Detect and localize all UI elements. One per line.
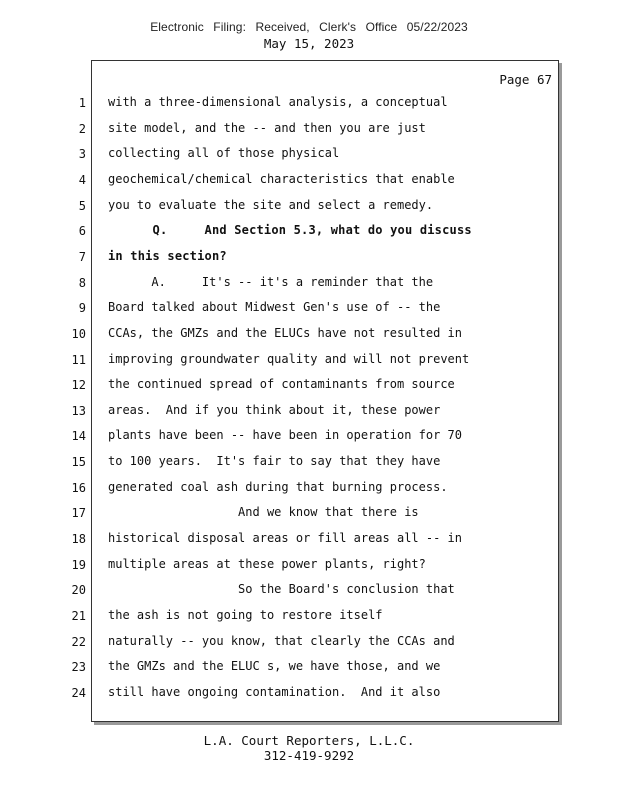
line-text: the continued spread of contaminants fro… — [108, 377, 455, 391]
line-text: multiple areas at these power plants, ri… — [108, 557, 426, 571]
line-text: So the Board's conclusion that — [108, 582, 455, 596]
line-number: 5 — [78, 199, 86, 213]
line-text: collecting all of those physical — [108, 146, 340, 160]
line-number: 23 — [71, 660, 86, 674]
line-number: 10 — [71, 327, 86, 341]
line-text: Q. And Section 5.3, what do you discuss — [108, 223, 472, 237]
line-number: 12 — [71, 378, 86, 392]
line-text: in this section? — [108, 249, 227, 263]
line-number: 9 — [78, 301, 86, 315]
line-text: plants have been -- have been in operati… — [108, 428, 463, 442]
line-number: 19 — [71, 558, 86, 572]
line-text: the GMZs and the ELUC s, we have those, … — [108, 659, 441, 673]
line-number: 18 — [71, 532, 86, 546]
line-number: 11 — [71, 353, 86, 367]
line-number: 13 — [71, 404, 86, 418]
line-number: 16 — [71, 481, 86, 495]
line-number: 14 — [71, 429, 86, 443]
line-text: still have ongoing contamination. And it… — [108, 685, 441, 699]
line-number: 8 — [78, 276, 86, 290]
line-text: site model, and the -- and then you are … — [108, 121, 426, 135]
line-number: 21 — [71, 609, 86, 623]
line-text: A. It's -- it's a reminder that the — [108, 275, 434, 289]
line-text: Board talked about Midwest Gen's use of … — [108, 300, 441, 314]
line-number: 20 — [71, 583, 86, 597]
line-text: naturally -- you know, that clearly the … — [108, 634, 455, 648]
line-number: 6 — [78, 224, 86, 238]
line-text: generated coal ash during that burning p… — [108, 480, 448, 494]
line-number: 3 — [78, 147, 86, 161]
line-number: 4 — [78, 173, 86, 187]
line-text: you to evaluate the site and select a re… — [108, 198, 434, 212]
line-number: 7 — [78, 250, 86, 264]
line-text: with a three-dimensional analysis, a con… — [108, 95, 448, 109]
transcript-date: May 15, 2023 — [263, 36, 355, 51]
line-text: CCAs, the GMZs and the ELUCs have not re… — [108, 326, 463, 340]
line-text: historical disposal areas or fill areas … — [108, 531, 463, 545]
page-number: Page 67 — [499, 72, 552, 87]
line-number: 15 — [71, 455, 86, 469]
transcript-page: Page 67 — [91, 60, 559, 722]
footer-phone: 312-419-9292 — [263, 748, 355, 763]
line-text: to 100 years. It's fair to say that they… — [108, 454, 441, 468]
line-number: 2 — [78, 122, 86, 136]
line-text: areas. And if you think about it, these … — [108, 403, 441, 417]
footer-company: L.A. Court Reporters, L.L.C. — [203, 733, 415, 748]
line-text: the ash is not going to restore itself — [108, 608, 383, 622]
line-number: 17 — [71, 506, 86, 520]
line-text: geochemical/chemical characteristics tha… — [108, 172, 455, 186]
filing-stamp: Electronic Filing: Received, Clerk's Off… — [150, 20, 468, 34]
line-text: improving groundwater quality and will n… — [108, 352, 470, 366]
line-number: 22 — [71, 635, 86, 649]
line-number: 1 — [78, 96, 86, 110]
line-number: 24 — [71, 686, 86, 700]
line-text: And we know that there is — [108, 505, 419, 519]
